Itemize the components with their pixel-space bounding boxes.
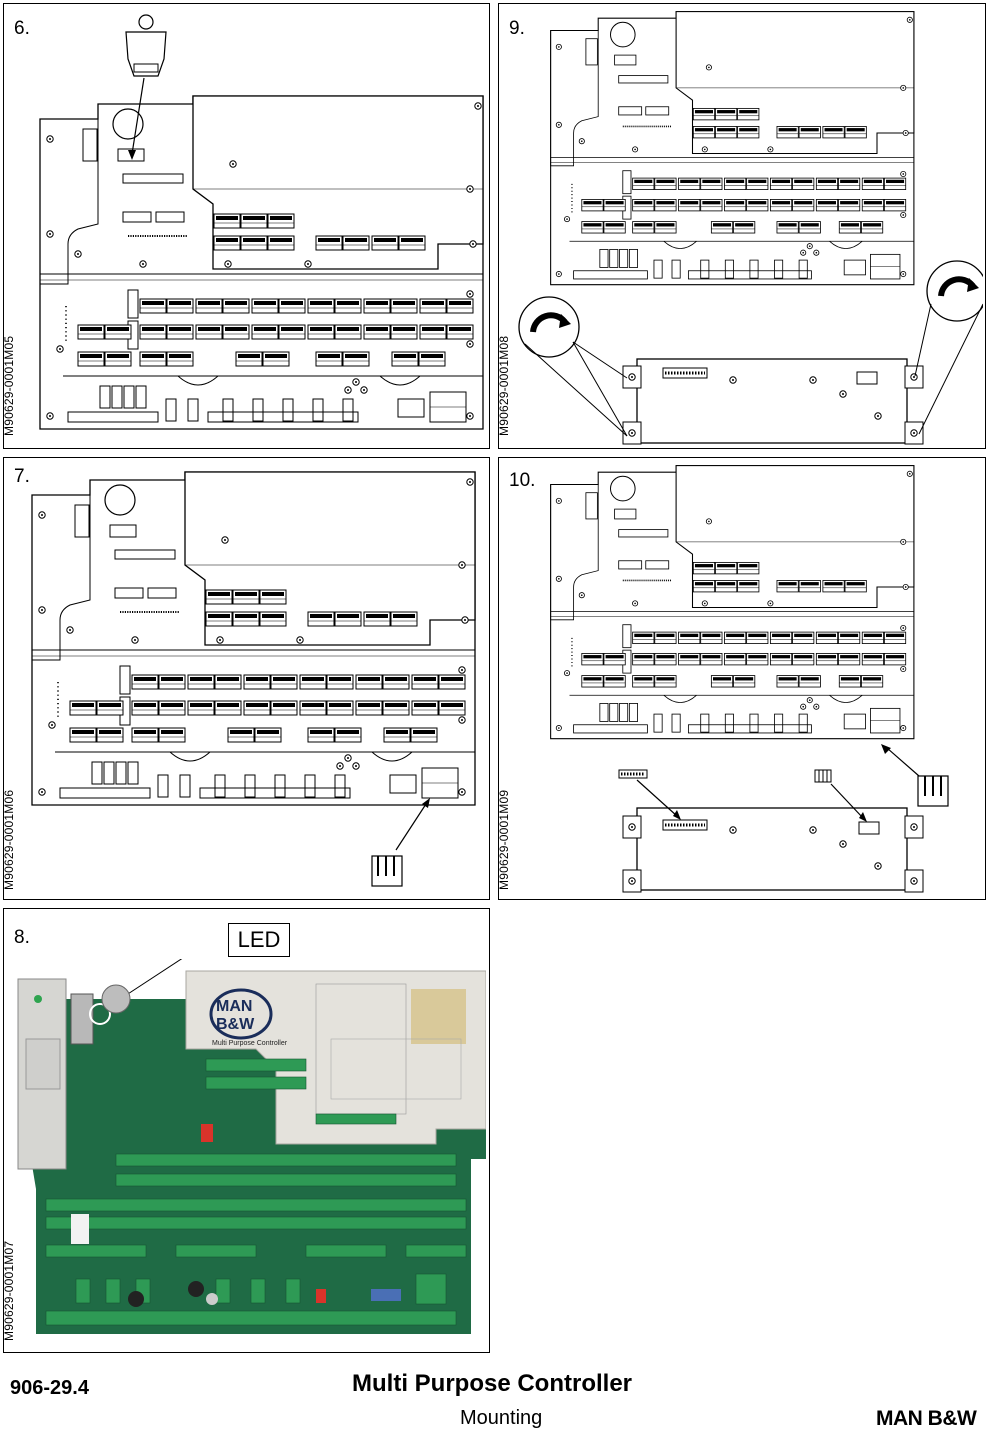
figure-code: M90629-0001M05 (3, 335, 16, 436)
figure-code: M90629-0001M09 (498, 789, 511, 890)
housing-drawing (622, 358, 924, 445)
figure-7-panel: 7. M90629-0001M06 (3, 457, 490, 900)
controller-drawing (513, 458, 949, 893)
controller-photo: MAN B&W Multi Purpose Controller (17, 959, 486, 1334)
figure-code: M90629-0001M06 (3, 789, 16, 890)
mount-arrow (830, 783, 864, 819)
figure-8-panel: 8. M90629-0001M07 LED MAN B&W Multi Purp… (3, 908, 490, 1353)
small-connector-icon (618, 769, 648, 779)
product-name: Multi Purpose Controller (212, 1040, 288, 1047)
small-plug-icon (814, 769, 832, 783)
plug-icon (371, 855, 403, 887)
brand-logo: B&W (216, 1016, 255, 1033)
brand-logo: MAN (216, 998, 252, 1015)
controller-drawing (24, 458, 489, 887)
plug-icon (917, 775, 949, 807)
housing-drawing (622, 807, 924, 893)
figure-number: 8. (14, 927, 30, 948)
page-title: Multi Purpose Controller (352, 1370, 633, 1397)
figure-number: 10. (509, 470, 536, 491)
figure-number: 6. (14, 18, 30, 39)
page-subtitle: Mounting (460, 1407, 543, 1429)
document-number: 906-29.4 (10, 1377, 89, 1399)
figure-number: 7. (14, 466, 30, 487)
figure-number: 9. (509, 18, 525, 39)
rotate-left-icon (518, 296, 580, 358)
led-callout-label: LED (228, 923, 290, 957)
mount-arrow (886, 747, 920, 777)
figure-10-panel: 10. M90629-0001M09 (498, 457, 986, 900)
rotate-right-icon (926, 260, 983, 322)
mount-arrow (636, 779, 678, 817)
mount-arrow (131, 77, 145, 155)
connector-plug-icon (125, 14, 167, 77)
controller-drawing (26, 14, 486, 444)
figure-code: M90629-0001M07 (3, 1240, 16, 1341)
mount-arrow (395, 803, 427, 851)
figure-9-panel: 9. M90629-0001M08 (498, 3, 986, 449)
brand-name: MAN B&W (876, 1407, 977, 1430)
figure-code: M90629-0001M08 (498, 335, 511, 436)
figure-6-panel: 6. M90629-0001M05 (3, 3, 490, 449)
controller-drawing (518, 4, 983, 445)
